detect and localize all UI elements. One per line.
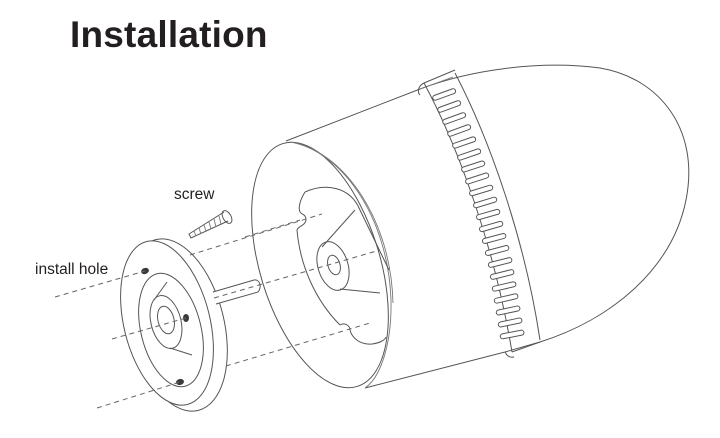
install-hole-label: install hole: [35, 261, 109, 278]
screw-label: screw: [174, 186, 215, 203]
install-hole-3: [176, 378, 184, 386]
camera-body: [285, 64, 690, 389]
alignment-lines: [54, 213, 381, 409]
camera-front-face: [251, 141, 394, 389]
page-title: Installation: [70, 14, 268, 55]
mount-base: [120, 238, 228, 412]
hose-clamp: [417, 69, 541, 358]
mount-post: [212, 279, 261, 305]
clamp-slots: [432, 88, 525, 340]
screw: [188, 210, 233, 239]
